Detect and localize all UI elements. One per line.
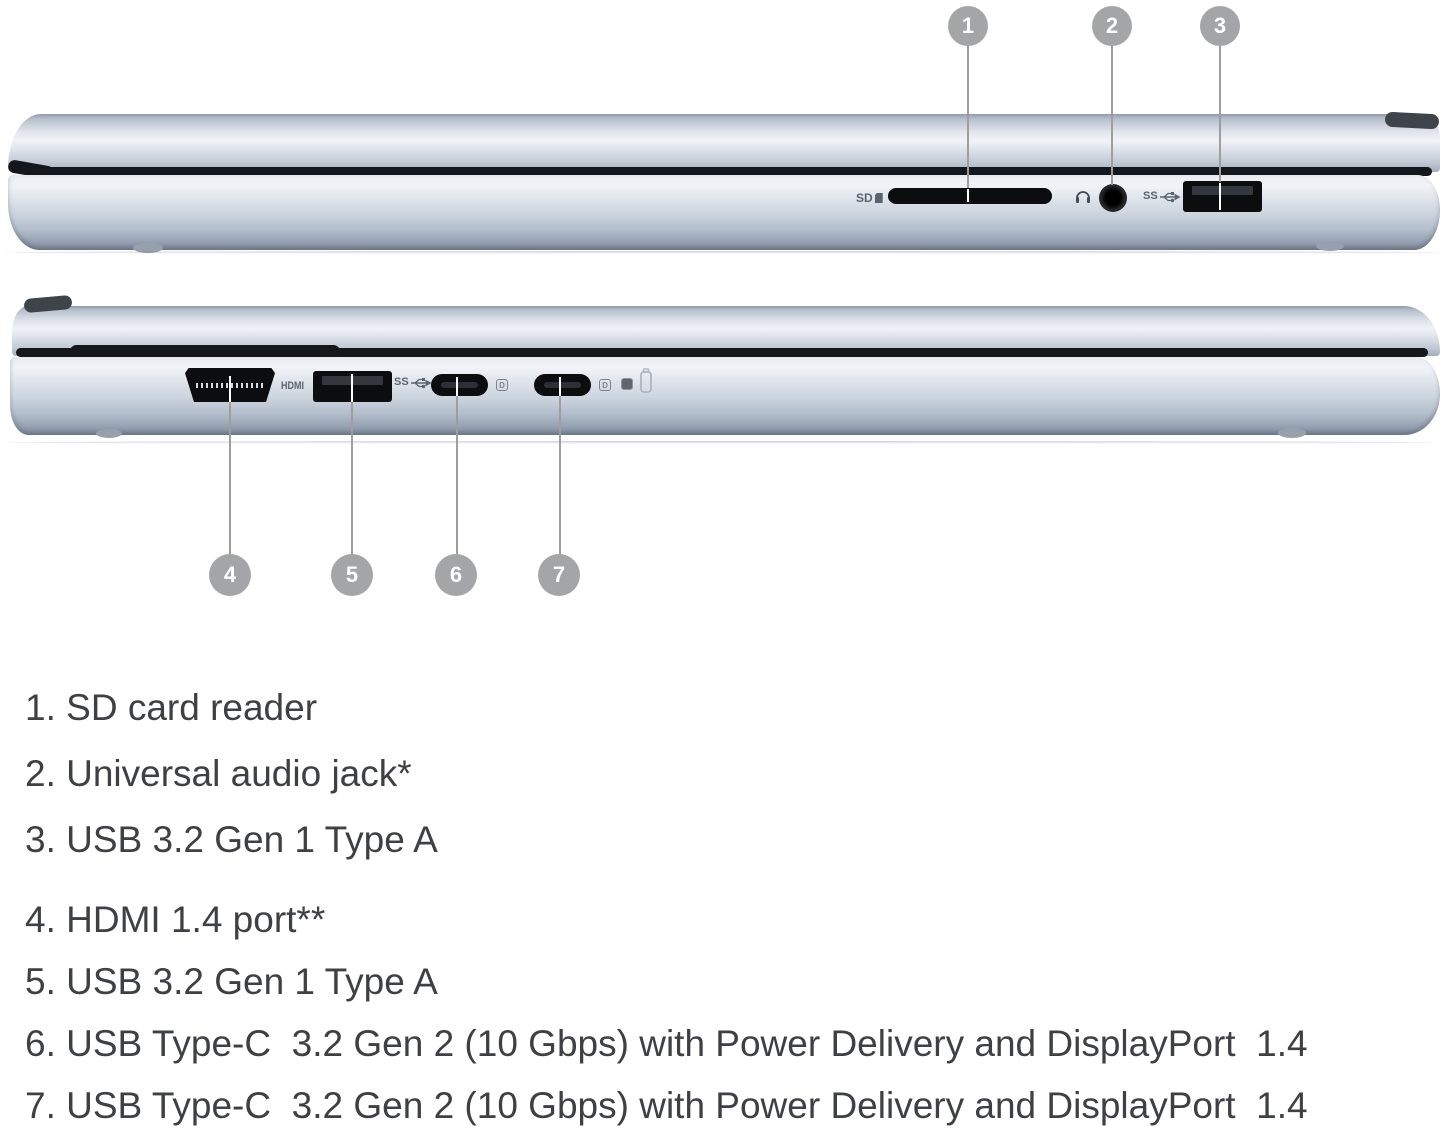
legend-item: 5. USB 3.2 Gen 1 Type A — [25, 961, 438, 1002]
headphone-icon — [1074, 188, 1092, 205]
legend-item: 3. USB 3.2 Gen 1 Type A — [25, 819, 438, 860]
audio-jack-port — [1099, 184, 1127, 212]
rubber-foot — [133, 243, 163, 253]
leader-line-7 — [559, 396, 561, 555]
leader-line-3-port-segment — [1219, 183, 1221, 210]
callout-number: 3 — [1213, 13, 1227, 38]
callout-6: 6 — [435, 554, 477, 596]
usb-superspeed-icon: SS — [394, 376, 432, 389]
legend-block-top: 1. SD card reader 2. Universal audio jac… — [25, 686, 438, 884]
usb-c-port-1 — [431, 374, 488, 396]
displayport-icon: D — [599, 379, 611, 391]
callout-number: 5 — [345, 562, 359, 587]
sd-card-slot — [888, 188, 1052, 204]
leader-line-7-port-segment — [559, 377, 561, 396]
rubber-foot — [1316, 241, 1344, 251]
lid-base-gap — [16, 348, 1428, 357]
lid-base-gap — [70, 345, 340, 358]
leader-line-6 — [456, 396, 458, 555]
displayport-icon: D — [496, 379, 508, 391]
callout-7: 7 — [538, 554, 580, 596]
rubber-foot — [96, 429, 122, 438]
sd-card-icon — [874, 193, 883, 203]
sd-etch-label: SD — [856, 192, 883, 204]
leader-line-1-port-segment — [967, 189, 969, 202]
sd-label: SD — [856, 191, 873, 205]
callout-1: 1 — [948, 6, 988, 46]
laptop-lid — [8, 114, 1440, 172]
usb-c-port-2 — [534, 374, 591, 396]
leader-line-6-port-segment — [456, 377, 458, 396]
leader-line-4-port-segment — [229, 376, 231, 402]
ground-shadow — [6, 441, 1439, 444]
usb-c-pin — [544, 382, 581, 388]
leader-line-4 — [229, 402, 231, 555]
hdmi-label: HDMI — [281, 380, 305, 392]
callout-number: 2 — [1105, 13, 1119, 38]
callout-5: 5 — [331, 554, 373, 596]
leader-line-5 — [351, 402, 353, 555]
legend-item: 4. HDMI 1.4 port** — [25, 899, 326, 940]
legend-item: 1. SD card reader — [25, 687, 318, 728]
callout-number: 4 — [223, 562, 237, 587]
callout-4: 4 — [209, 554, 251, 596]
usb-c-pin — [441, 382, 478, 388]
ground-shadow — [4, 251, 1441, 254]
callout-2: 2 — [1092, 6, 1132, 46]
battery-icon — [639, 368, 653, 399]
callout-number: 6 — [449, 562, 463, 587]
leader-line-5-port-segment — [351, 374, 353, 402]
usb-superspeed-icon: SS — [1143, 190, 1181, 203]
callout-number: 1 — [961, 13, 975, 38]
lid-base-gap — [24, 167, 1432, 176]
legend-item: 6. USB Type-C 3.2 Gen 2 (10 Gbps) with P… — [25, 1023, 1308, 1064]
usb-a-tab — [1192, 186, 1253, 195]
legend-item: 7. USB Type-C 3.2 Gen 2 (10 Gbps) with P… — [25, 1085, 1308, 1126]
callout-3: 3 — [1200, 6, 1240, 46]
rubber-foot — [1278, 428, 1306, 438]
leader-line-2 — [1111, 45, 1113, 185]
power-led — [621, 378, 633, 390]
callout-number: 7 — [552, 562, 566, 587]
leader-line-1 — [967, 45, 969, 188]
hinge — [1384, 111, 1440, 130]
leader-line-3 — [1219, 45, 1221, 182]
legend-item: 2. Universal audio jack* — [25, 753, 412, 794]
usb-a-port-top — [1183, 181, 1262, 212]
legend-block-bottom: 4. HDMI 1.4 port** 5. USB 3.2 Gen 1 Type… — [25, 898, 1308, 1142]
